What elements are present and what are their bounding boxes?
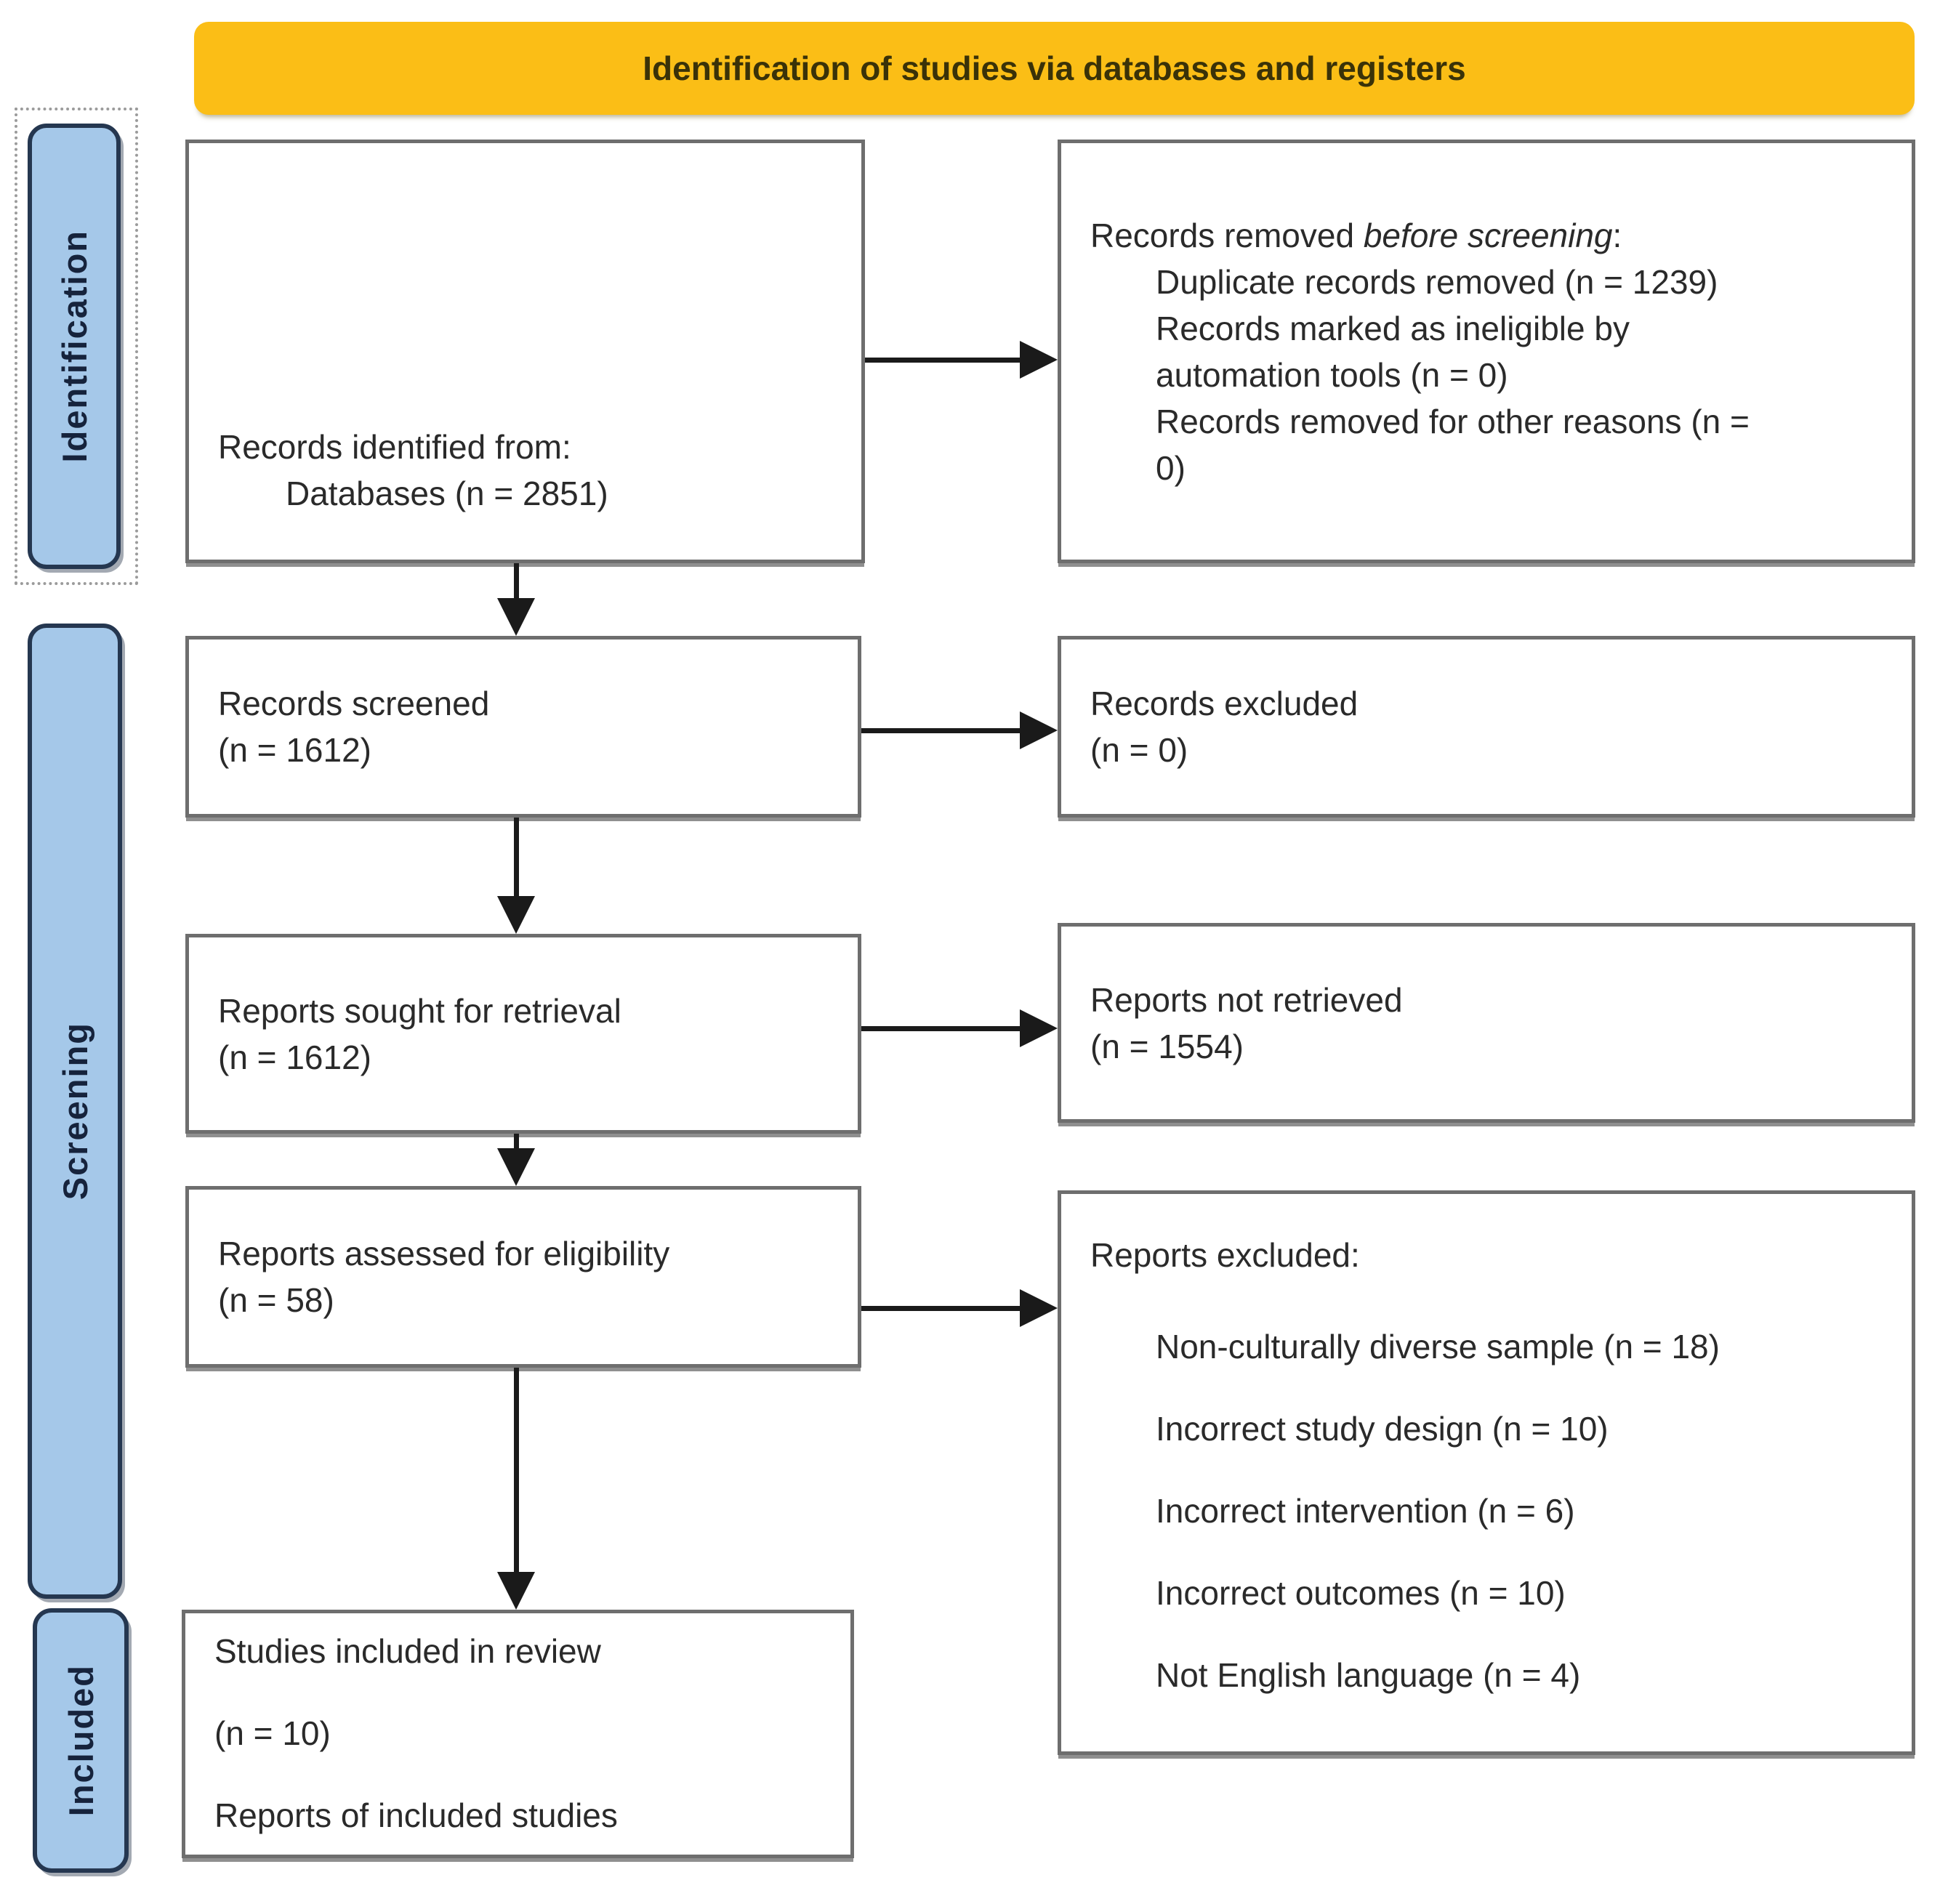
- stage-label-screening: Screening: [28, 624, 122, 1599]
- reports-assessed-line1: Reports assessed for eligibility: [218, 1235, 670, 1272]
- records-removed-heading-normal: Records removed: [1090, 216, 1364, 254]
- reports-excluded-item: Incorrect intervention (n = 6): [1156, 1492, 1575, 1530]
- banner-title: Identification of studies via databases …: [643, 49, 1466, 87]
- records-removed-line: Records removed for other reasons (n =: [1156, 402, 1750, 440]
- reports-not-retrieved-line1: Reports not retrieved: [1090, 980, 1403, 1019]
- box-reports-sought: Reports sought for retrieval (n = 1612): [185, 934, 861, 1134]
- arrow-identified-to-removed-head: [1020, 341, 1058, 379]
- box-reports-sought-content: Reports sought for retrieval (n = 1612): [189, 937, 858, 1130]
- studies-included-line3: Reports of included studies: [214, 1796, 618, 1834]
- reports-sought-line2: (n = 1612): [218, 1038, 371, 1076]
- arrow-assessed-to-included-head: [497, 1572, 535, 1610]
- box-records-removed: Records removed before screening: Duplic…: [1058, 140, 1915, 563]
- box-records-screened-content: Records screened (n = 1612): [189, 640, 858, 814]
- box-reports-assessed: Reports assessed for eligibility (n = 58…: [185, 1186, 861, 1368]
- arrow-screened-to-sought-head: [497, 896, 535, 934]
- reports-not-retrieved-line2: (n = 1554): [1090, 1027, 1244, 1065]
- stage-label-included: Included: [33, 1608, 129, 1873]
- studies-included-line1: Studies included in review: [214, 1632, 601, 1670]
- records-identified-line2: Databases (n = 2851): [286, 475, 608, 512]
- records-removed-heading: Records removed before screening:: [1090, 212, 1890, 259]
- reports-sought-line1: Reports sought for retrieval: [218, 991, 621, 1030]
- box-records-removed-content: Records removed before screening: Duplic…: [1061, 143, 1912, 560]
- box-studies-included-content: Studies included in review (n = 10) Repo…: [185, 1613, 850, 1839]
- stage-label-identification: Identification: [28, 124, 121, 569]
- arrow-identified-to-screened-line: [514, 563, 519, 600]
- reports-assessed-line2: (n = 58): [218, 1281, 334, 1319]
- box-records-screened: Records screened (n = 1612): [185, 636, 861, 818]
- records-removed-heading-suffix: :: [1612, 216, 1622, 254]
- identification-selection-frame: [15, 108, 138, 585]
- records-screened-line1: Records screened: [218, 685, 490, 722]
- box-reports-not-retrieved: Reports not retrieved (n = 1554): [1058, 923, 1915, 1123]
- arrow-sought-to-assessed-line: [514, 1134, 519, 1150]
- records-removed-heading-italic: before screening: [1363, 216, 1613, 254]
- arrow-sought-to-not-retrieved-head: [1020, 1009, 1058, 1047]
- stage-label-screening-text: Screening: [55, 1022, 94, 1201]
- arrow-assessed-to-reports-excluded-head: [1020, 1289, 1058, 1327]
- reports-excluded-item: Non-culturally diverse sample (n = 18): [1156, 1328, 1720, 1366]
- records-screened-line2: (n = 1612): [218, 731, 371, 769]
- arrow-screened-to-excluded-line: [861, 728, 1021, 733]
- records-excluded-line2: (n = 0): [1090, 731, 1188, 769]
- box-reports-assessed-content: Reports assessed for eligibility (n = 58…: [189, 1190, 858, 1364]
- records-removed-line: Duplicate records removed (n = 1239): [1156, 262, 1718, 301]
- reports-excluded-item: Incorrect outcomes (n = 10): [1156, 1574, 1566, 1612]
- arrow-identified-to-screened-head: [497, 598, 535, 636]
- arrow-assessed-to-reports-excluded-line: [861, 1306, 1021, 1311]
- records-identified-line1: Records identified from:: [218, 428, 571, 466]
- records-removed-line: automation tools (n = 0): [1156, 355, 1508, 394]
- studies-included-line2: (n = 10): [214, 1714, 331, 1752]
- box-reports-excluded-content: Reports excluded: Non-culturally diverse…: [1061, 1194, 1912, 1698]
- box-studies-included: Studies included in review (n = 10) Repo…: [182, 1610, 854, 1858]
- reports-excluded-item: Not English language (n = 4): [1156, 1656, 1581, 1694]
- box-reports-not-retrieved-content: Reports not retrieved (n = 1554): [1061, 927, 1912, 1119]
- arrow-assessed-to-included-line: [514, 1368, 519, 1573]
- records-excluded-line1: Records excluded: [1090, 685, 1359, 722]
- stage-label-included-text: Included: [61, 1664, 100, 1817]
- box-records-identified: Records identified from: Databases (n = …: [185, 140, 865, 563]
- arrow-sought-to-assessed-head: [497, 1148, 535, 1186]
- box-records-excluded-content: Records excluded (n = 0): [1061, 640, 1912, 814]
- records-removed-line: 0): [1156, 448, 1186, 487]
- banner: Identification of studies via databases …: [194, 22, 1915, 115]
- box-records-excluded: Records excluded (n = 0): [1058, 636, 1915, 818]
- arrow-screened-to-sought-line: [514, 818, 519, 897]
- box-records-identified-content: Records identified from: Databases (n = …: [218, 424, 847, 517]
- box-reports-excluded: Reports excluded: Non-culturally diverse…: [1058, 1190, 1915, 1755]
- reports-excluded-heading: Reports excluded:: [1090, 1236, 1360, 1274]
- arrow-identified-to-removed-line: [865, 358, 1021, 363]
- stage-label-identification-text: Identification: [55, 230, 94, 463]
- arrow-screened-to-excluded-head: [1020, 711, 1058, 749]
- records-removed-line: Records marked as ineligible by: [1156, 309, 1630, 347]
- reports-excluded-item: Incorrect study design (n = 10): [1156, 1410, 1609, 1448]
- arrow-sought-to-not-retrieved-line: [861, 1026, 1021, 1031]
